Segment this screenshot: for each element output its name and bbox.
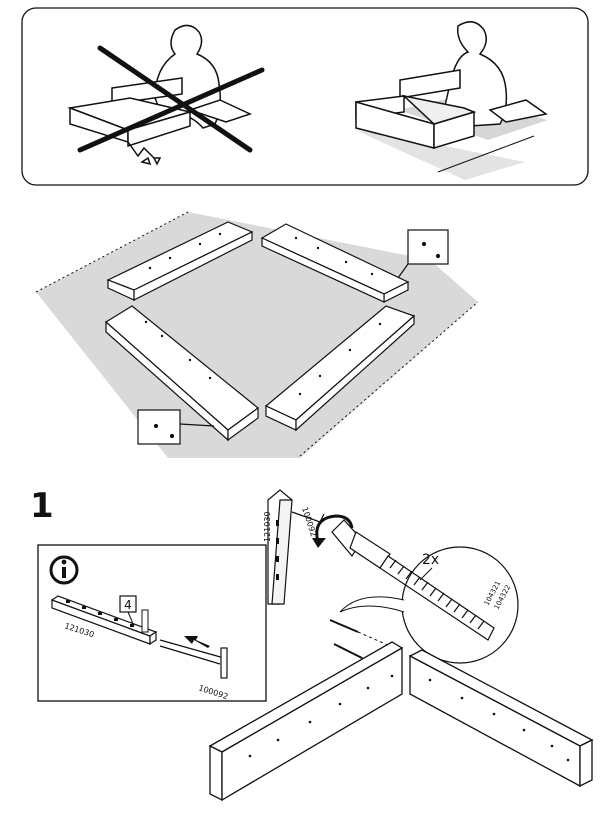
wrong-floor-figure: [67, 24, 265, 166]
info-panel: 4 121030 100092: [37, 544, 267, 702]
screw-figure: [331, 519, 495, 641]
hole-detail-callout: [397, 229, 449, 279]
step-number: 1: [30, 486, 54, 526]
rotate-arrow-icon: [315, 514, 354, 543]
part-number-bar-2: 121030: [263, 511, 272, 542]
correct-rug-figure: [355, 21, 548, 180]
cross-out-icon: [77, 45, 265, 153]
hole-detail-callout: [137, 409, 215, 445]
callout-number: 4: [124, 598, 132, 612]
board-front: [208, 641, 404, 802]
boards-on-rug-illustration: [35, 211, 479, 458]
warning-panel: [21, 7, 589, 186]
arrow-left-icon: [184, 636, 210, 648]
assembly-illustration: 121030 100092 2x 104321 104322: [208, 489, 594, 802]
info-icon: [49, 555, 79, 585]
quantity-label: 2x: [422, 552, 439, 568]
board-right: [408, 649, 594, 788]
connector-bar-vertical: [267, 489, 293, 605]
